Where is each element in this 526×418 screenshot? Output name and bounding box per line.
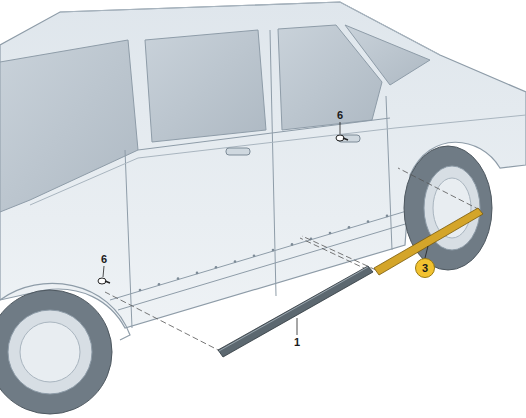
- callout-number: 6: [337, 110, 343, 121]
- callout-number: 3: [422, 263, 428, 274]
- rear-quarter-glass: [345, 25, 430, 85]
- clip: [98, 135, 348, 284]
- windshield: [0, 40, 138, 212]
- fit-line: [105, 168, 480, 352]
- molding-highlight: [219, 267, 368, 351]
- callout-circle: 3: [415, 258, 435, 278]
- callout-leader: [103, 122, 428, 335]
- side-molding: [218, 266, 373, 357]
- front-window: [145, 30, 266, 142]
- car-body: [0, 2, 526, 328]
- front-wheel: [0, 283, 130, 414]
- sill-line: [110, 210, 412, 310]
- door-handle: [226, 148, 250, 155]
- callout-number: 1: [294, 337, 300, 348]
- callout-number: 6: [101, 254, 107, 265]
